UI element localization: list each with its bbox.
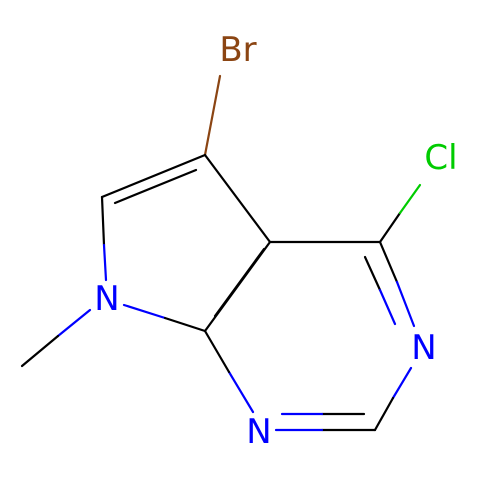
bond-n7-methyl-blue (56, 308, 92, 338)
atom-label-br: Br (219, 30, 256, 70)
bond-c4-n3-inner-blue (378, 288, 397, 326)
bond-n7-c7a-blue (122, 303, 167, 320)
bond-c4-n3-inner-black (363, 255, 382, 292)
atom-label-cl: Cl (424, 138, 457, 178)
bond-c5-br (203, 74, 222, 157)
bond-c4-n3-blue (395, 280, 416, 328)
bond-c4-cl-black (378, 211, 402, 244)
bond-c5-c6-inner (113, 168, 198, 205)
bond-c5-c6 (100, 153, 207, 199)
bond-n1-c7a-blue (227, 370, 255, 414)
bond-c6-n7-black (100, 195, 106, 247)
bond-n7-c7a-black (163, 316, 207, 333)
bond-c7a-c4a-inner (213, 247, 266, 318)
bond-n3-c2-blue (391, 366, 413, 400)
bond-c4a-c5 (203, 153, 272, 244)
bond-c4-n3-black (378, 240, 399, 284)
bond-n3-c2-black (373, 396, 395, 432)
atom-label-n1: N (246, 412, 271, 452)
atom-labels: Br Cl N N N (94, 30, 457, 452)
bonds (20, 74, 422, 432)
bond-n7-methyl-black (20, 334, 60, 368)
bond-c6-n7-blue (102, 243, 108, 282)
bond-n1-c7a-black (203, 329, 231, 374)
atom-label-n7: N (94, 279, 119, 319)
bond-c4-cl-green (398, 183, 422, 215)
atom-label-n3: N (411, 328, 436, 368)
